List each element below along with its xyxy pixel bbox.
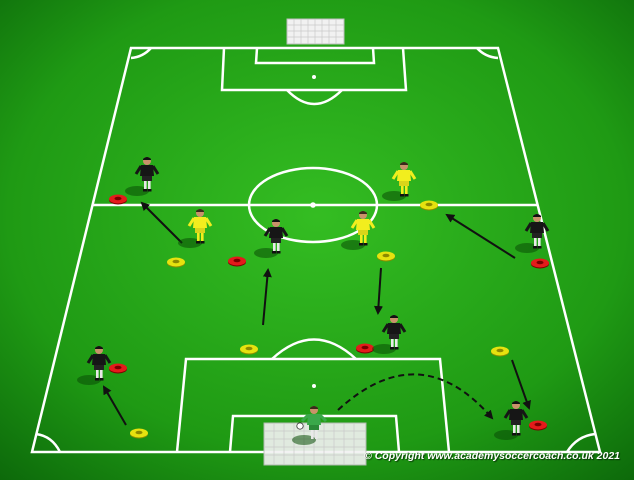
arrow — [102, 385, 127, 426]
cone-red — [529, 420, 547, 431]
bottom-penalty-area — [175, 357, 451, 453]
arrow — [262, 268, 272, 326]
top-penalty-area — [220, 47, 408, 92]
corner-arc-top-left — [130, 47, 152, 60]
bottom-penalty-spot — [312, 384, 316, 388]
arrow — [511, 359, 531, 410]
corner-arc-bottom-right — [565, 432, 596, 453]
cone-yellow — [240, 344, 258, 355]
centre-circle — [247, 166, 379, 244]
corner-arc-bottom-left — [35, 432, 62, 453]
cone-red — [356, 343, 374, 354]
cone-red — [109, 194, 127, 205]
pitch-lines — [30, 46, 602, 454]
top-goal — [286, 18, 345, 45]
corner-arc-top-right — [476, 47, 499, 60]
cone-yellow — [377, 251, 395, 262]
pass-arrow-dashed — [337, 373, 494, 420]
cone-yellow — [491, 346, 509, 357]
arrow — [140, 201, 183, 244]
cone-red — [531, 258, 549, 269]
ball — [296, 422, 304, 430]
cone-yellow — [167, 257, 185, 268]
top-goal-area — [254, 47, 376, 65]
cone-red — [109, 363, 127, 374]
arrow — [373, 267, 383, 315]
bottom-penalty-arc — [271, 338, 357, 360]
centre-spot — [310, 202, 316, 208]
cone-red — [228, 256, 246, 267]
movement-arrows — [102, 201, 531, 426]
arrow — [445, 213, 516, 259]
top-penalty-arc — [286, 89, 343, 106]
top-penalty-spot — [312, 75, 316, 79]
cone-yellow — [130, 428, 148, 439]
copyright-text: © Copyright www.academysoccercoach.co.uk… — [364, 450, 620, 462]
pitch-boundary — [30, 46, 602, 454]
cone-yellow — [420, 200, 438, 211]
players — [75, 155, 550, 447]
